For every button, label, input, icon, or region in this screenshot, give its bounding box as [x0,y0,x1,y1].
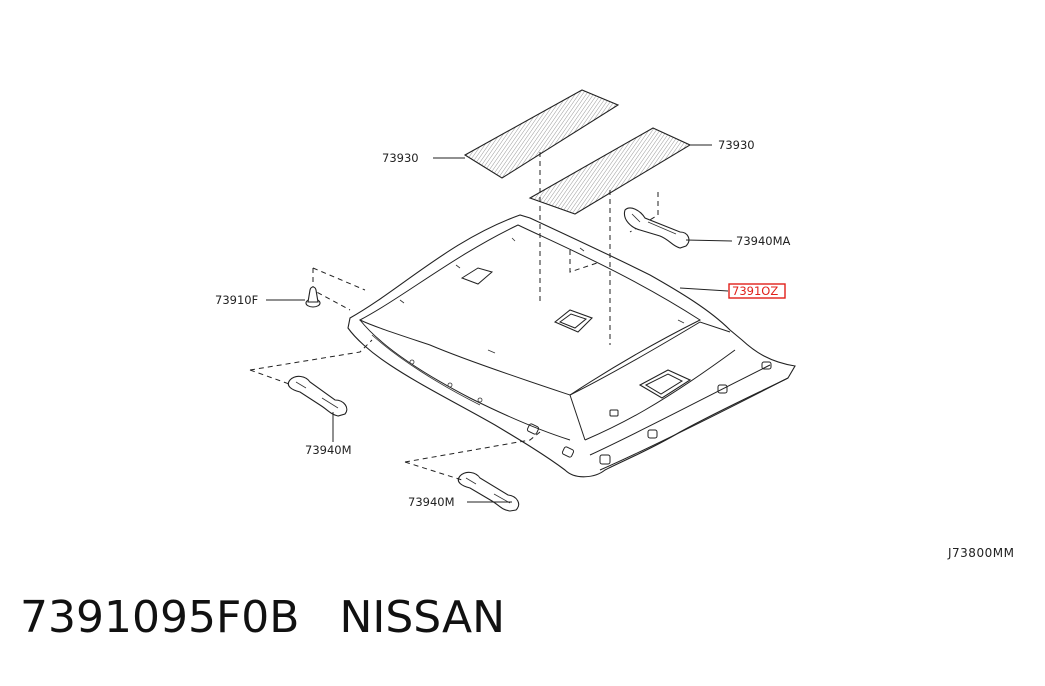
headlining-panel [347,214,796,478]
brand-name: NISSAN [339,592,506,643]
label-visor-right: 73930 [718,138,755,152]
label-grip-front: 73940M [305,443,352,457]
label-grip-rear-right: 73940MA [736,234,791,248]
drawing-code: J73800MM [947,546,1014,560]
label-headlining: 7391OZ [732,284,778,298]
front-opening [638,369,692,399]
label-headlining-highlight: 7391OZ [728,283,786,299]
map-lamp-opening [553,309,593,333]
headlining-clip [305,286,321,308]
assist-grip-rear [457,471,520,512]
part-number: 7391095F0B [20,592,300,643]
assist-grip-front [287,375,348,417]
label-clip: 73910F [215,293,258,307]
assist-grip-rear-right [623,207,690,249]
label-grip-rear: 73940M [408,495,455,509]
label-visor-left: 73930 [382,151,419,165]
visor-pad-left [463,89,620,179]
